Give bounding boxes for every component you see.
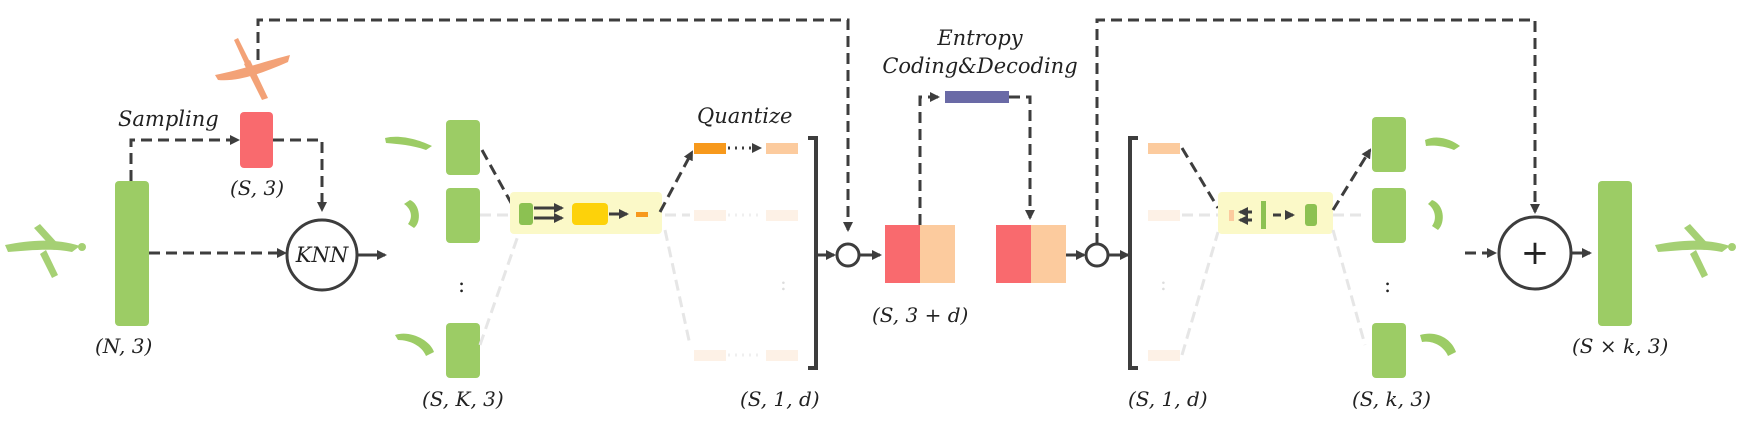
quantized-dim-label: (S, 1, d) [740, 387, 820, 411]
decoder-skip-connection [1095, 18, 1540, 244]
bottleneck-dim-label: (S, 3 + d) [872, 303, 968, 327]
grouped-dim-label: (S, K, 3) [422, 387, 504, 411]
patch-clouds-right [1420, 137, 1460, 356]
bottleneck-features [920, 225, 955, 283]
sampling-arrow [129, 135, 240, 181]
decoded-latent-dim-label: (S, 1, d) [1128, 387, 1208, 411]
decoded-latent-row-1 [1148, 143, 1180, 154]
decoded-features [1031, 225, 1066, 283]
latent-before-quantize [694, 143, 726, 154]
quantize-label: Quantize [697, 104, 792, 128]
bottleneck-centers [885, 225, 920, 283]
patch-to-encoder-arrow [480, 149, 517, 211]
output-point-bar [1598, 181, 1632, 326]
decoded-centers [996, 225, 1031, 283]
entropy-decode-arrow [1009, 95, 1035, 220]
grouped-patch-bar-1 [446, 120, 480, 175]
latent-to-decoder-arrow [1180, 147, 1220, 209]
concat-node-encoder [835, 242, 861, 268]
grouped-patch-bar-3 [446, 323, 480, 378]
sampled-dim-label: (S, 3) [230, 176, 284, 200]
faded-quantized-rows: : [663, 210, 798, 361]
decoded-patches-dim-label: (S, k, 3) [1352, 387, 1431, 411]
decoder-feature-chip [1261, 201, 1266, 229]
input-point-bar [115, 181, 149, 326]
sampled-centers-bar [240, 112, 273, 168]
decoded-patch-bar-2 [1372, 188, 1406, 243]
decoder-output-chip [1305, 204, 1317, 226]
faded-decoder-link-b [1331, 229, 1367, 346]
knn-node [285, 218, 359, 292]
decoded-ellipsis: : [1384, 273, 1391, 297]
faded-decoded-rows: : [1148, 210, 1220, 361]
sampled-pointcloud [215, 38, 290, 100]
decoded-patch-bar-3 [1372, 323, 1406, 378]
latent-after-quantize [766, 143, 798, 154]
grouped-ellipsis: : [458, 273, 465, 297]
entropy-encode-arrow [918, 92, 940, 225]
decoded-patch-bar-1 [1372, 117, 1406, 172]
encoder-latent-chip [636, 212, 648, 217]
split-node-decoder [1084, 242, 1110, 268]
bitstream-bar [945, 91, 1009, 103]
addition-symbol: + [1521, 233, 1550, 273]
sampling-label: Sampling [118, 107, 219, 131]
quantized-bracket [808, 136, 818, 370]
decoder-to-patches-arrow [1331, 148, 1372, 211]
input-dim-label: (N, 3) [95, 334, 152, 358]
output-airplane-pointcloud [1655, 224, 1736, 278]
input-airplane-pointcloud [5, 224, 86, 278]
output-dim-label: (S × k, 3) [1572, 334, 1668, 358]
patch-clouds-left [385, 136, 434, 356]
faded-link-b [478, 229, 522, 346]
svg-text::: : [1160, 271, 1167, 295]
entropy-label-2: Coding&Decoding [882, 54, 1077, 78]
svg-text::: : [780, 271, 787, 295]
grouped-patch-bar-2 [446, 188, 480, 243]
decoder-input-chip [1229, 210, 1234, 221]
encoder-to-quantize-arrow [658, 150, 694, 213]
decoded-latent-bracket [1128, 136, 1138, 370]
encoder-feature-chip [572, 203, 608, 225]
center-to-knn-arrow [273, 138, 327, 212]
knn-label: KNN [295, 243, 349, 267]
center-skip-connection [256, 18, 853, 232]
entropy-label-1: Entropy [936, 26, 1023, 50]
encoder-input-chip [519, 203, 533, 225]
